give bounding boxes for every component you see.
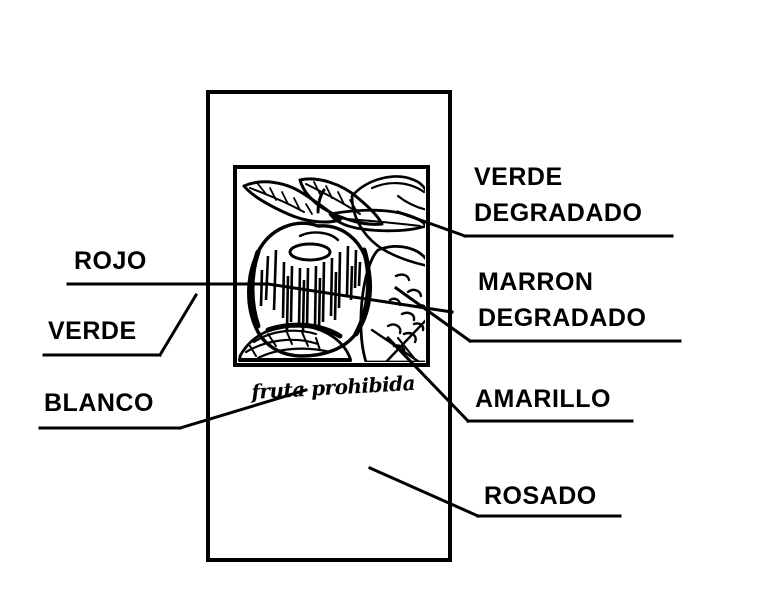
leader-verde	[42, 292, 199, 358]
callout-label-verde-degradado-line2: DEGRADADO	[474, 199, 643, 227]
leader-blanco	[38, 388, 308, 430]
callout-label-blanco: BLANCO	[44, 389, 154, 417]
apple-illustration-frame	[233, 165, 430, 367]
callout-label-rojo: ROJO	[74, 247, 147, 275]
callout-label-verde-degradado-line1: VERDE	[474, 163, 563, 191]
callout-label-rosado: ROSADO	[484, 482, 597, 510]
leader-marron-degradado	[393, 285, 682, 344]
callout-label-amarillo: AMARILLO	[475, 385, 611, 413]
callout-label-marron-degradado-line1: MARRON	[478, 268, 594, 296]
callout-leader-lines	[38, 210, 682, 518]
apple-illustration	[238, 175, 425, 362]
leader-verde-degradado	[396, 210, 674, 238]
callout-label-marron-degradado-line2: DEGRADADO	[478, 304, 647, 332]
leader-amarillo	[385, 335, 634, 424]
leader-rosado	[368, 466, 622, 518]
outer-label-card	[206, 90, 452, 562]
callout-label-verde: VERDE	[48, 317, 137, 345]
